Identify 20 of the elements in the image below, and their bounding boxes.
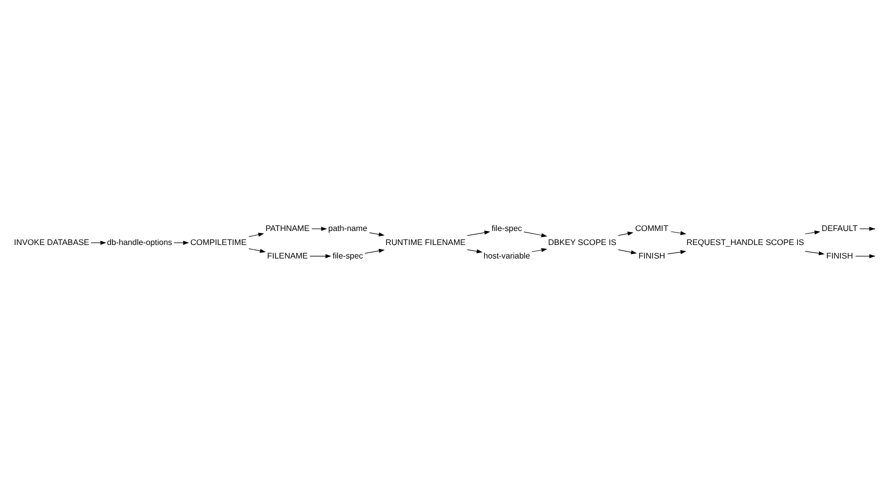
arrow [804, 230, 820, 234]
arrow [248, 232, 264, 237]
arrow [670, 231, 686, 236]
arrow [248, 248, 266, 253]
arrow [618, 249, 637, 254]
arrow [524, 232, 548, 238]
arrow [467, 249, 483, 254]
arrow [667, 250, 686, 254]
arrow [90, 240, 106, 245]
arrow [467, 230, 490, 236]
arrow [860, 226, 876, 231]
arrow [804, 251, 825, 256]
arrow [310, 254, 332, 258]
arrow [618, 232, 634, 236]
arrow [532, 248, 548, 252]
arrow [311, 226, 328, 231]
arrow [364, 248, 385, 254]
arrow [174, 240, 189, 245]
arrow [855, 254, 876, 258]
arrow [369, 232, 385, 236]
